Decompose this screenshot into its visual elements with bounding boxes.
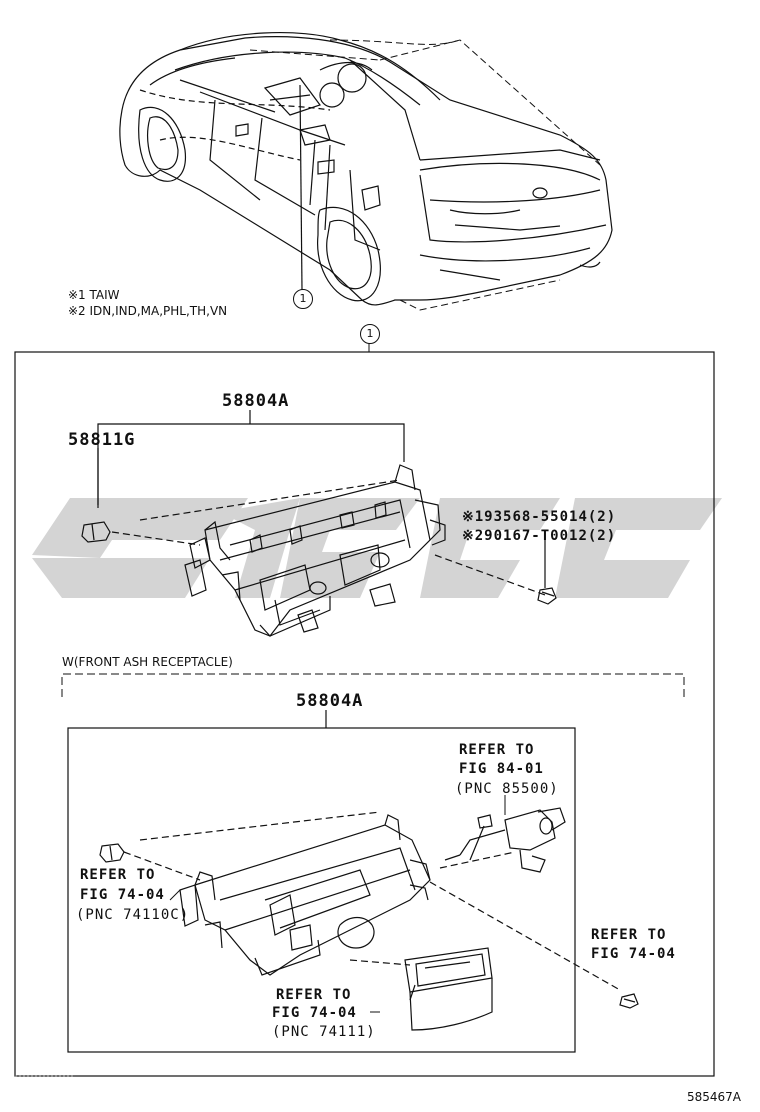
leader-58804A-top [97, 423, 405, 505]
car-hidden-lines [249, 39, 601, 311]
reference-leaders [169, 795, 506, 1013]
ref-ashtray-line-3: (PNC 74111) [272, 1024, 376, 1040]
variant-frame [67, 727, 576, 1053]
variant-label: W(FRONT ASH RECEPTACLE) [62, 655, 233, 669]
callout-marker-frame: 1 [360, 324, 380, 344]
variant-bracket [61, 673, 685, 697]
ref-clip-line-2: FIG 74-04 [80, 887, 165, 903]
ref-socket-line-1: REFER TO [459, 742, 535, 758]
ref-clip-line-1: REFER TO [80, 867, 156, 883]
console-box-ash [99, 807, 621, 1031]
bolt-upper [537, 540, 557, 605]
part-number-58804A-lower: 58804A [296, 691, 364, 711]
part-number-58804A-upper: 58804A [222, 391, 290, 411]
ref-bolt-line-1: REFER TO [591, 927, 667, 943]
car-illustration [119, 31, 613, 306]
ref-bolt-line-2: FIG 74-04 [591, 946, 676, 962]
note-1: ※1 TAIW [68, 288, 120, 302]
ref-socket-line-2: FIG 84-01 [459, 761, 544, 777]
ref-clip-line-3: (PNC 74110C) [76, 907, 190, 923]
figure-id: 585467A [687, 1090, 742, 1104]
ref-ashtray-line-2: FIG 74-04 [272, 1005, 357, 1021]
ref-socket-line-3: (PNC 85500) [455, 781, 559, 797]
main-frame [14, 351, 715, 1077]
callout-marker-car: 1 [293, 289, 313, 309]
part-number-58811G: 58811G [68, 430, 136, 450]
console-box-upper [81, 464, 546, 637]
part-number-bolt-1: ※193568-55014(2) [462, 509, 617, 525]
bolt-lower [619, 993, 639, 1009]
ref-ashtray-line-1: REFER TO [276, 987, 352, 1003]
watermark-logo [32, 498, 722, 598]
note-2: ※2 IDN,IND,MA,PHL,TH,VN [68, 304, 228, 318]
part-number-bolt-2: ※290167-T0012(2) [462, 528, 617, 544]
